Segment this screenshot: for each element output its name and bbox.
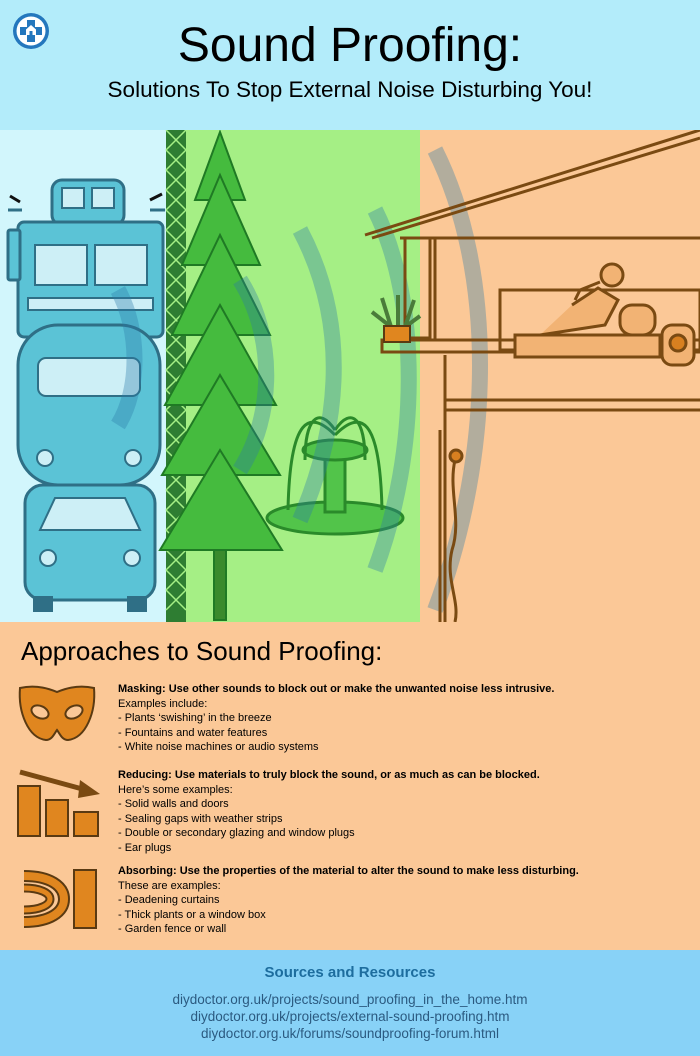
header: Sound Proofing: Solutions To Stop Extern…: [0, 0, 700, 130]
sources-title: Sources and Resources: [264, 964, 436, 981]
approach-lead: Absorbing: Use the properties of the mat…: [118, 865, 579, 877]
approach-reducing: Reducing: Use materials to truly block t…: [118, 768, 688, 856]
approach-intro: Here’s some examples:: [118, 783, 233, 796]
approach-intro: These are examples:: [118, 879, 221, 892]
approach-absorbing: Absorbing: Use the properties of the mat…: [118, 864, 688, 937]
source-link[interactable]: diydoctor.org.uk/projects/sound_proofing…: [172, 992, 528, 1007]
page-subtitle: Solutions To Stop External Noise Disturb…: [107, 77, 593, 102]
list-item: - Thick plants or a window box: [118, 908, 266, 921]
list-item: - Plants ‘swishing’ in the breeze: [118, 712, 272, 725]
person-reading-icon: [513, 262, 662, 359]
source-link[interactable]: diydoctor.org.uk/forums/soundproofing-fo…: [201, 1026, 499, 1041]
approaches-section: Approaches to Sound Proofing: Masking: U…: [0, 622, 700, 950]
list-item: - White noise machines or audio systems: [118, 741, 319, 754]
approach-intro: Examples include:: [118, 697, 208, 710]
approach-masking: Masking: Use other sounds to block out o…: [118, 682, 688, 755]
house-cross-logo-icon[interactable]: [12, 12, 50, 50]
list-item: - Ear plugs: [118, 841, 172, 854]
mask-icon: [18, 685, 96, 742]
scene-svg: [0, 128, 700, 623]
decreasing-bars-icon: [17, 769, 100, 837]
approach-lead: Masking: Use other sounds to block out o…: [118, 683, 555, 695]
bus-icon: [16, 323, 162, 487]
list-item: - Garden fence or wall: [118, 923, 227, 936]
radio-icon: [660, 323, 696, 367]
list-item: - Fountains and water features: [118, 726, 268, 739]
fir-tree-icon: [158, 129, 284, 621]
fountain-icon: [265, 416, 405, 536]
approaches-heading: Approaches to Sound Proofing:: [21, 636, 383, 666]
list-item: - Double or secondary glazing and window…: [118, 827, 355, 840]
absorbing-waves-icon: [23, 869, 97, 929]
sound-wave-icon: [110, 146, 488, 613]
truck-icon: [6, 178, 165, 339]
potted-plant-icon: [370, 295, 422, 343]
list-item: - Sealing gaps with weather strips: [118, 812, 283, 825]
illustration-scene: [0, 128, 700, 623]
approach-lead: Reducing: Use materials to truly block t…: [118, 769, 540, 781]
sources-section: Sources and Resources diydoctor.org.uk/p…: [0, 950, 700, 1056]
car-icon: [23, 483, 157, 612]
list-item: - Deadening curtains: [118, 894, 220, 907]
page-title: Sound Proofing:: [177, 19, 523, 72]
list-item: - Solid walls and doors: [118, 798, 229, 811]
source-link[interactable]: diydoctor.org.uk/projects/external-sound…: [190, 1009, 510, 1024]
